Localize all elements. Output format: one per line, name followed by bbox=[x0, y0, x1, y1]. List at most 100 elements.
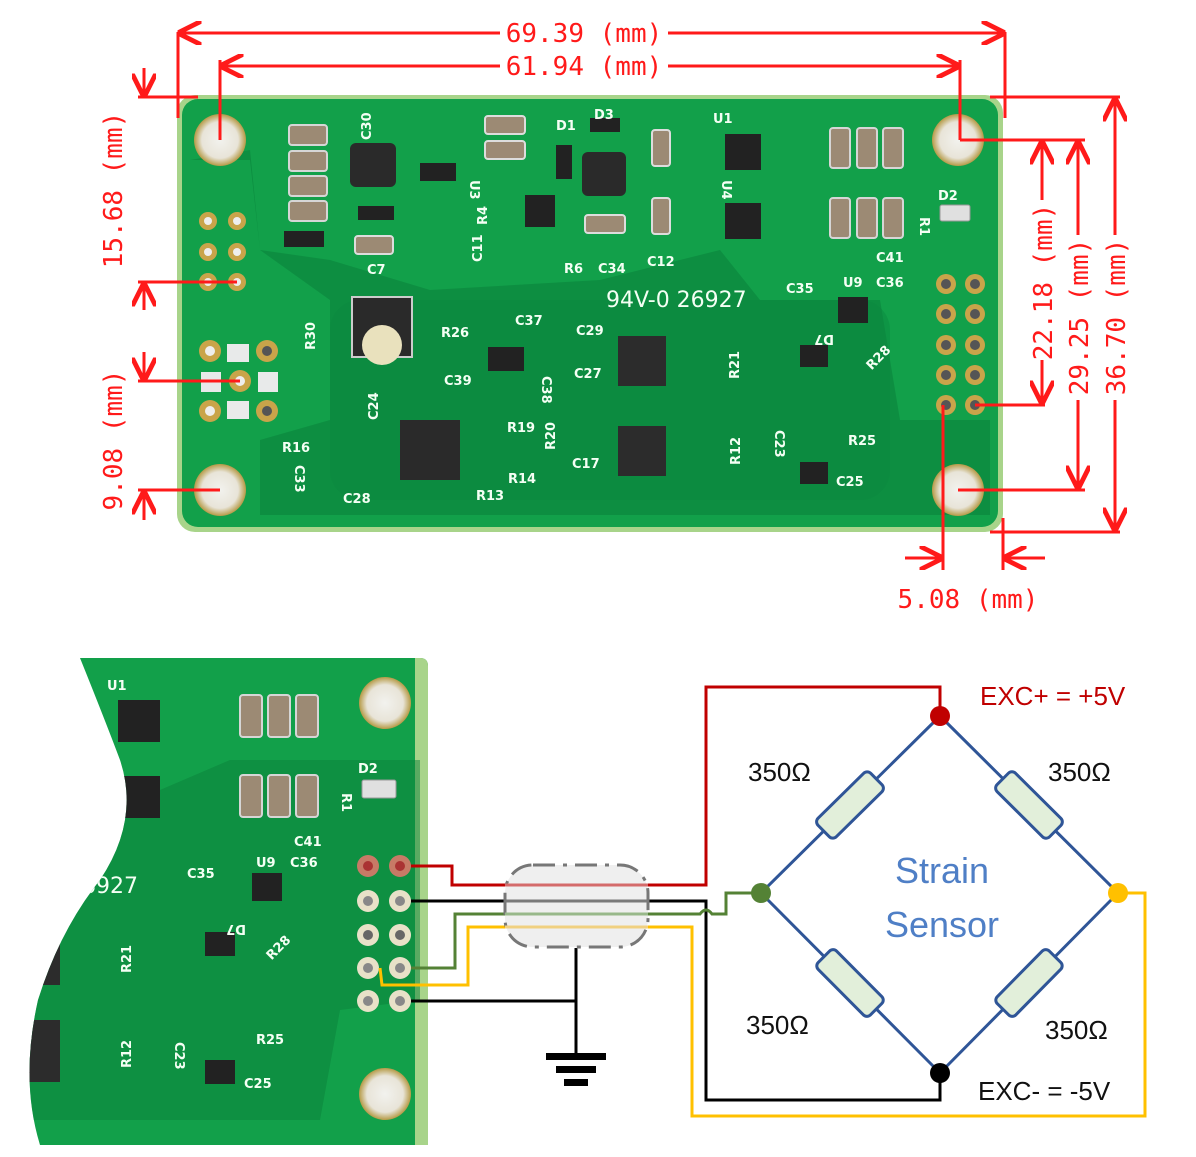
resistor-top-right bbox=[994, 770, 1064, 840]
ic-u3 bbox=[420, 163, 456, 181]
silk-d2: D2 bbox=[938, 189, 958, 204]
capacitor bbox=[484, 140, 526, 160]
silk-c38: C38 bbox=[538, 376, 553, 404]
ic-u1 bbox=[118, 700, 160, 742]
silk-r6: R6 bbox=[564, 262, 583, 277]
silk-r1: R1 bbox=[338, 793, 353, 812]
label-exc-plus: EXC+ = +5V bbox=[980, 681, 1126, 711]
dim-left-bottom: 9.08 (mm) bbox=[99, 370, 129, 511]
pcb-marking: 94V-0 26927 bbox=[606, 288, 747, 313]
silk-r13: R13 bbox=[476, 489, 504, 504]
silk-c7: C7 bbox=[367, 263, 386, 278]
silk-c25: C25 bbox=[244, 1077, 272, 1092]
mounting-hole bbox=[359, 1068, 411, 1120]
dimension-labels: 69.39 (mm) 61.94 (mm) 15.68 (mm) 9.08 (m… bbox=[99, 19, 1132, 615]
silk-c41: C41 bbox=[294, 835, 322, 850]
silk-c35: C35 bbox=[187, 867, 215, 882]
pcb-crop-marking: 6927 bbox=[82, 874, 138, 899]
silk-r4: R4 bbox=[476, 206, 491, 225]
ic-d7 bbox=[205, 932, 235, 956]
silk-c34: C34 bbox=[598, 262, 626, 277]
ic-soic bbox=[400, 420, 460, 480]
diode bbox=[284, 231, 324, 247]
silk-c29: C29 bbox=[576, 324, 604, 339]
silk-c41: C41 bbox=[876, 251, 904, 266]
capacitor-bank-left bbox=[288, 124, 328, 222]
sensor-title-line2: Sensor bbox=[885, 904, 999, 945]
capacitor bbox=[651, 129, 671, 167]
silk-r14: R14 bbox=[508, 472, 536, 487]
ic-small-2 bbox=[800, 462, 828, 484]
silk-c30: C30 bbox=[360, 112, 375, 140]
pcb-top-view: C30 D1 D3 U1 U3 R4 C11 R6 C34 C12 U4 C7 … bbox=[177, 95, 1003, 532]
led-d2 bbox=[939, 204, 971, 222]
silk-r12: R12 bbox=[729, 437, 744, 465]
crop-header-pads bbox=[357, 855, 411, 1012]
resistor-bottom-right bbox=[994, 948, 1064, 1018]
resistor-bottom-left bbox=[815, 948, 885, 1018]
silk-r21: R21 bbox=[120, 945, 135, 973]
silk-c27: C27 bbox=[574, 367, 602, 382]
dim-width-outer: 69.39 (mm) bbox=[506, 19, 663, 49]
wire-signal-plus bbox=[378, 891, 1147, 1118]
label-r-bottom-right: 350Ω bbox=[1045, 1015, 1108, 1045]
cable-shield bbox=[503, 863, 650, 949]
silk-u1: U1 bbox=[107, 679, 127, 694]
inductor bbox=[582, 152, 626, 196]
diode-d3 bbox=[590, 118, 620, 132]
silk-u3: U3 bbox=[466, 180, 481, 200]
ic-sot bbox=[488, 347, 524, 371]
silk-c23: C23 bbox=[771, 430, 786, 458]
left-mid-connector bbox=[199, 340, 278, 422]
dim-left-top: 15.68 (mm) bbox=[99, 112, 129, 269]
ic-amp-2 bbox=[618, 426, 666, 476]
label-exc-minus: EXC- = -5V bbox=[978, 1076, 1111, 1106]
capacitor bbox=[584, 214, 626, 234]
silk-r25: R25 bbox=[848, 434, 876, 449]
inductor bbox=[350, 143, 396, 187]
silk-c28: C28 bbox=[343, 492, 371, 507]
dim-width-holes: 61.94 (mm) bbox=[506, 52, 663, 82]
silk-r12: R12 bbox=[120, 1040, 135, 1068]
node-exc-plus bbox=[930, 706, 950, 726]
trimmer-knob bbox=[362, 325, 402, 365]
silk-c17: C17 bbox=[572, 457, 600, 472]
ic-amp-2 bbox=[29, 1020, 60, 1082]
silk-u9: U9 bbox=[256, 856, 276, 871]
ground-pour bbox=[190, 150, 990, 515]
label-r-bottom-left: 350Ω bbox=[746, 1010, 809, 1040]
silk-r1: R1 bbox=[916, 217, 931, 236]
silk-d1: D1 bbox=[556, 119, 576, 134]
silk-r25: R25 bbox=[256, 1033, 284, 1048]
mounting-hole bbox=[932, 114, 984, 166]
right-header-pads bbox=[936, 274, 985, 415]
sensor-title-line1: Strain bbox=[895, 850, 989, 891]
ic-u9 bbox=[252, 873, 282, 901]
silk-r26: R26 bbox=[441, 326, 469, 341]
silk-u9: U9 bbox=[843, 276, 863, 291]
analog-pour bbox=[330, 300, 890, 500]
dimension-annotations bbox=[138, 32, 1120, 570]
silk-d7: D7 bbox=[814, 331, 834, 346]
node-signal-plus bbox=[1108, 883, 1128, 903]
ic-u1 bbox=[725, 134, 761, 170]
silk-c11: C11 bbox=[471, 234, 486, 262]
silk-c36: C36 bbox=[290, 856, 318, 871]
silk-c33: C33 bbox=[291, 465, 306, 493]
ic-amp-1 bbox=[29, 925, 60, 985]
silkscreen-labels: C30 D1 D3 U1 U3 R4 C11 R6 C34 C12 U4 C7 … bbox=[282, 108, 958, 507]
capacitor bbox=[651, 197, 671, 235]
silk-r21: R21 bbox=[728, 351, 743, 379]
pcb-crop-view: U1 D2 R1 C41 C35 U9 C36 D7 R28 R21 R12 C… bbox=[29, 658, 428, 1145]
silk-r20: R20 bbox=[544, 422, 559, 450]
silk-u4: U4 bbox=[718, 180, 733, 200]
silk-r30: R30 bbox=[304, 322, 319, 350]
dim-right-outer: 36.70 (mm) bbox=[1102, 239, 1132, 396]
ic-u9 bbox=[838, 297, 868, 323]
node-signal-minus bbox=[751, 883, 771, 903]
silk-c36: C36 bbox=[876, 276, 904, 291]
label-r-top-left: 350Ω bbox=[748, 757, 811, 787]
resistor-top-left bbox=[815, 770, 885, 840]
capacitor bbox=[484, 115, 526, 135]
